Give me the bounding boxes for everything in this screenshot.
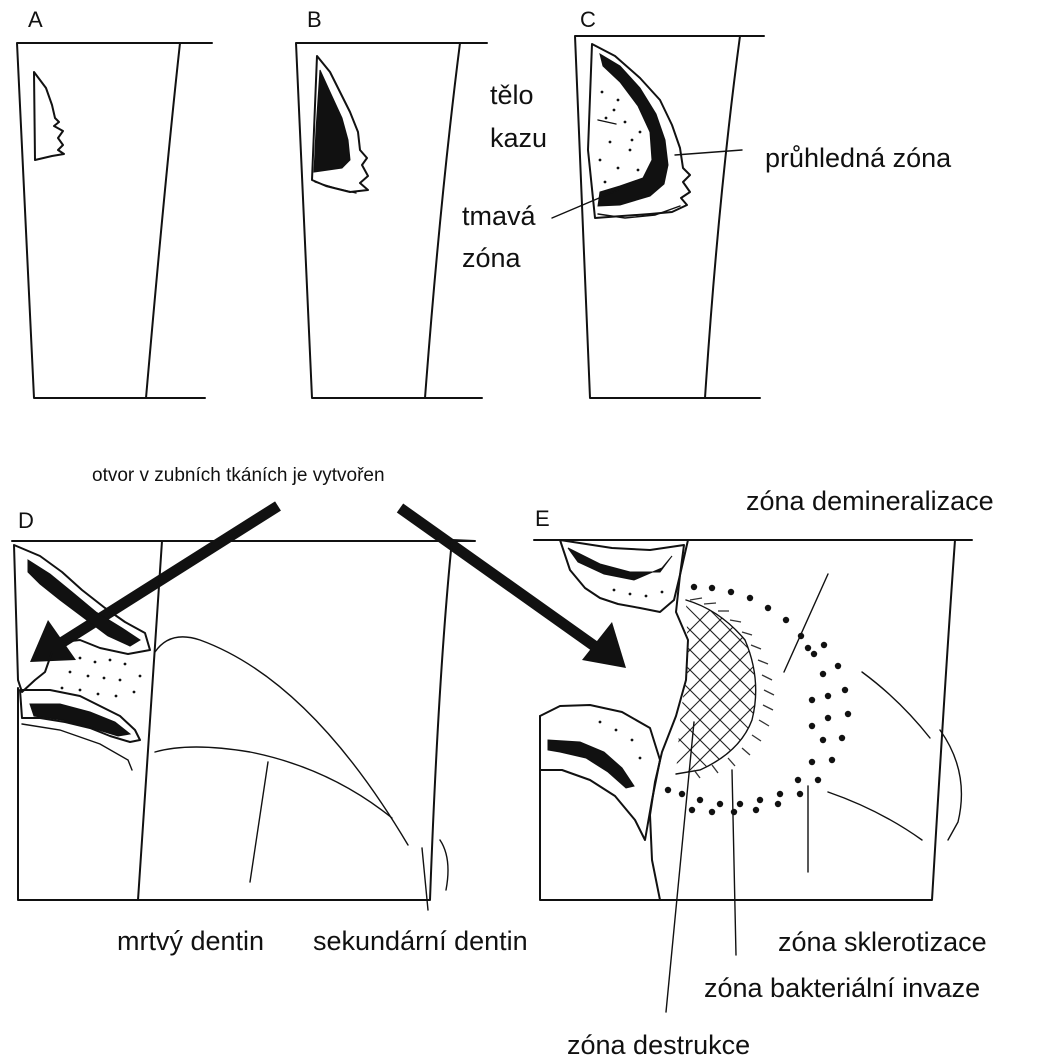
zona-demineralizace-leader bbox=[784, 574, 828, 672]
panel-d-lower-dark-band bbox=[30, 704, 130, 736]
tmava-zona-label-line2: zóna bbox=[462, 243, 522, 273]
panel-d-secondary-dentin-bulge bbox=[440, 840, 448, 890]
mrtvy-dentin-leader bbox=[250, 762, 268, 882]
panel-a-early-lesion bbox=[34, 72, 64, 160]
telo-kazu-label-line1: tělo bbox=[490, 80, 534, 110]
panel-d: D mrtvý dentin sekundární dentin bbox=[12, 508, 528, 956]
otvor-caption: otvor v zubních tkáních je vytvořen bbox=[92, 465, 385, 486]
telo-kazu-leader bbox=[598, 120, 616, 124]
panel-b: B bbox=[296, 7, 487, 398]
panel-b-letter: B bbox=[307, 7, 322, 32]
panel-a: A bbox=[17, 7, 212, 398]
arrow-left bbox=[30, 506, 278, 662]
zona-demineralizace-label: zóna demineralizace bbox=[746, 486, 994, 516]
panel-c-body-dots bbox=[599, 91, 642, 188]
panel-c-dark-zone bbox=[598, 54, 668, 206]
zona-bakterialni-invaze-label: zóna bakteriální invaze bbox=[704, 973, 980, 1003]
arrow-right bbox=[400, 508, 626, 668]
panel-e-upper-dots bbox=[613, 589, 664, 598]
panel-e-letter: E bbox=[535, 506, 550, 531]
panel-e-tract-lower bbox=[828, 792, 922, 840]
zona-destrukce-leader bbox=[666, 722, 694, 1012]
zona-sklerotizace-label: zóna sklerotizace bbox=[778, 927, 987, 957]
zona-sklerotizace-dots bbox=[665, 584, 851, 815]
pruhledna-zona-leader bbox=[675, 150, 742, 155]
panel-c: C tělo kazu průhledná zóna tmavá zóna bbox=[462, 7, 952, 398]
panel-d-dots bbox=[61, 657, 142, 698]
panel-e-tract-upper bbox=[862, 672, 930, 738]
panel-b-dark-zone bbox=[314, 70, 350, 172]
sekundarni-dentin-label: sekundární dentin bbox=[313, 926, 528, 956]
zona-bakterialni-invaze-leader bbox=[732, 770, 736, 955]
panel-e-lower-lesion bbox=[540, 705, 660, 840]
panel-d-dead-tract-top bbox=[155, 637, 408, 845]
panel-e: E bbox=[534, 486, 994, 1060]
panel-a-letter: A bbox=[28, 7, 43, 32]
panel-d-dead-tract-bottom bbox=[155, 747, 392, 818]
panel-b-lesion-base bbox=[315, 182, 356, 193]
tmava-zona-label-line1: tmavá bbox=[462, 201, 537, 231]
panel-c-letter: C bbox=[580, 7, 596, 32]
panel-e-tooth-outline bbox=[534, 540, 972, 900]
panel-a-enamel-outline bbox=[17, 43, 212, 398]
panel-e-secondary-dentin-bulge bbox=[940, 730, 961, 840]
pruhledna-zona-label: průhledná zóna bbox=[765, 143, 952, 173]
telo-kazu-label-line2: kazu bbox=[490, 123, 547, 153]
zona-destrukce-label: zóna destrukce bbox=[567, 1030, 750, 1060]
panel-d-letter: D bbox=[18, 508, 34, 533]
panel-e-upper-dark-band bbox=[568, 548, 672, 580]
mrtvy-dentin-label: mrtvý dentin bbox=[117, 926, 264, 956]
